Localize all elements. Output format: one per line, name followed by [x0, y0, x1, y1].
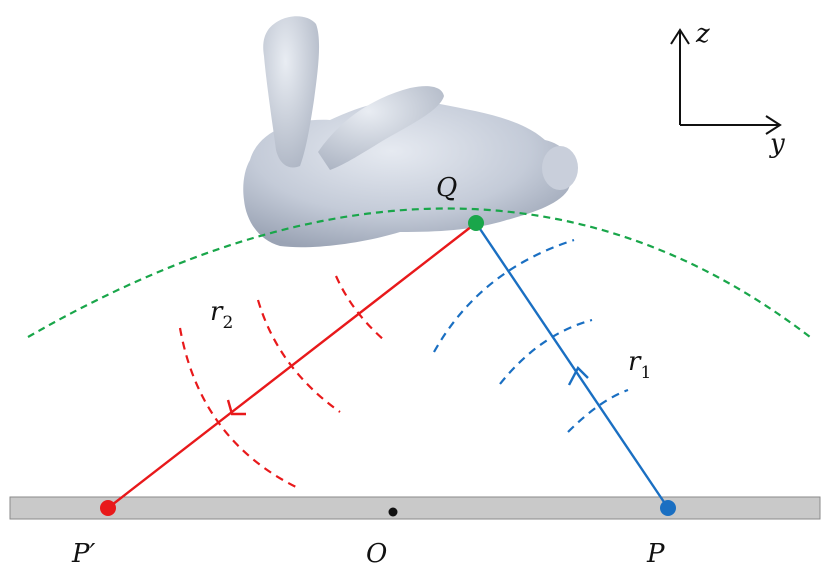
- label-Q: Q: [436, 173, 457, 203]
- ground-plane: [9, 496, 821, 520]
- ray-r1-arrowhead: [567, 366, 589, 386]
- label-P-prime: P′: [71, 539, 95, 569]
- ray-r1: [475, 222, 669, 509]
- point-P-prime: [100, 500, 116, 516]
- blue-wavefront-2: [499, 318, 593, 385]
- label-r2-subscript: 2: [222, 313, 233, 333]
- point-O: [388, 507, 398, 517]
- y-axis-arrowhead: [765, 115, 782, 135]
- point-Q: [468, 215, 484, 231]
- red-wavefront-1: [334, 275, 385, 341]
- red-wavefront-2: [256, 299, 341, 413]
- label-r1-subscript: 1: [640, 363, 651, 383]
- z-axis-arrowhead: [670, 28, 690, 45]
- blue-wavefront-3: [433, 238, 575, 353]
- blue-wavefronts: [433, 238, 629, 433]
- blue-wavefront-1: [567, 388, 629, 433]
- red-wavefronts: [178, 275, 385, 489]
- bunny-tail: [542, 146, 578, 190]
- red-wavefront-3: [178, 327, 299, 489]
- z-axis-label: z: [695, 19, 710, 49]
- point-P: [660, 500, 676, 516]
- bunny-back-ear: [318, 86, 444, 170]
- bunny-object: [243, 16, 578, 248]
- ray-r2: [107, 222, 477, 509]
- label-r2: r2: [210, 297, 233, 333]
- y-axis-label: y: [769, 129, 785, 159]
- label-r1-main: r: [628, 347, 642, 377]
- label-r2-main: r: [210, 297, 224, 327]
- bunny-front-ear: [263, 16, 320, 168]
- label-P: P: [646, 539, 665, 569]
- label-r1: r1: [628, 347, 651, 383]
- label-O: O: [366, 539, 387, 569]
- ray-r2-arrowhead: [226, 399, 246, 416]
- axis-indicator: [670, 28, 782, 135]
